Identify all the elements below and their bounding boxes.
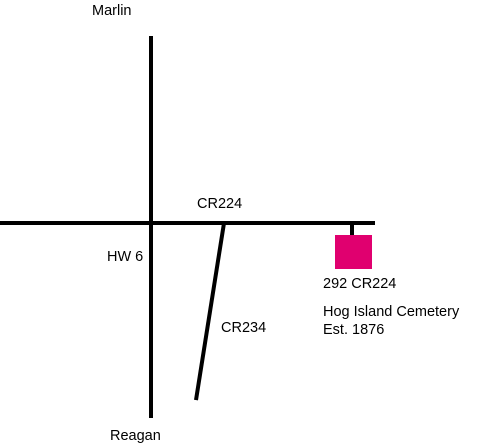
city-label-north: Marlin xyxy=(92,3,131,19)
road-label-hw6: HW 6 xyxy=(107,249,143,265)
destination-established: Est. 1876 xyxy=(323,322,384,338)
cemetery-marker xyxy=(335,235,372,269)
cr234-road xyxy=(194,222,226,401)
destination-address: 292 CR224 xyxy=(323,276,396,292)
city-label-south: Reagan xyxy=(110,428,161,443)
road-label-cr224: CR224 xyxy=(197,196,242,212)
road-label-cr234: CR234 xyxy=(221,320,266,336)
destination-name: Hog Island Cemetery xyxy=(323,304,460,320)
